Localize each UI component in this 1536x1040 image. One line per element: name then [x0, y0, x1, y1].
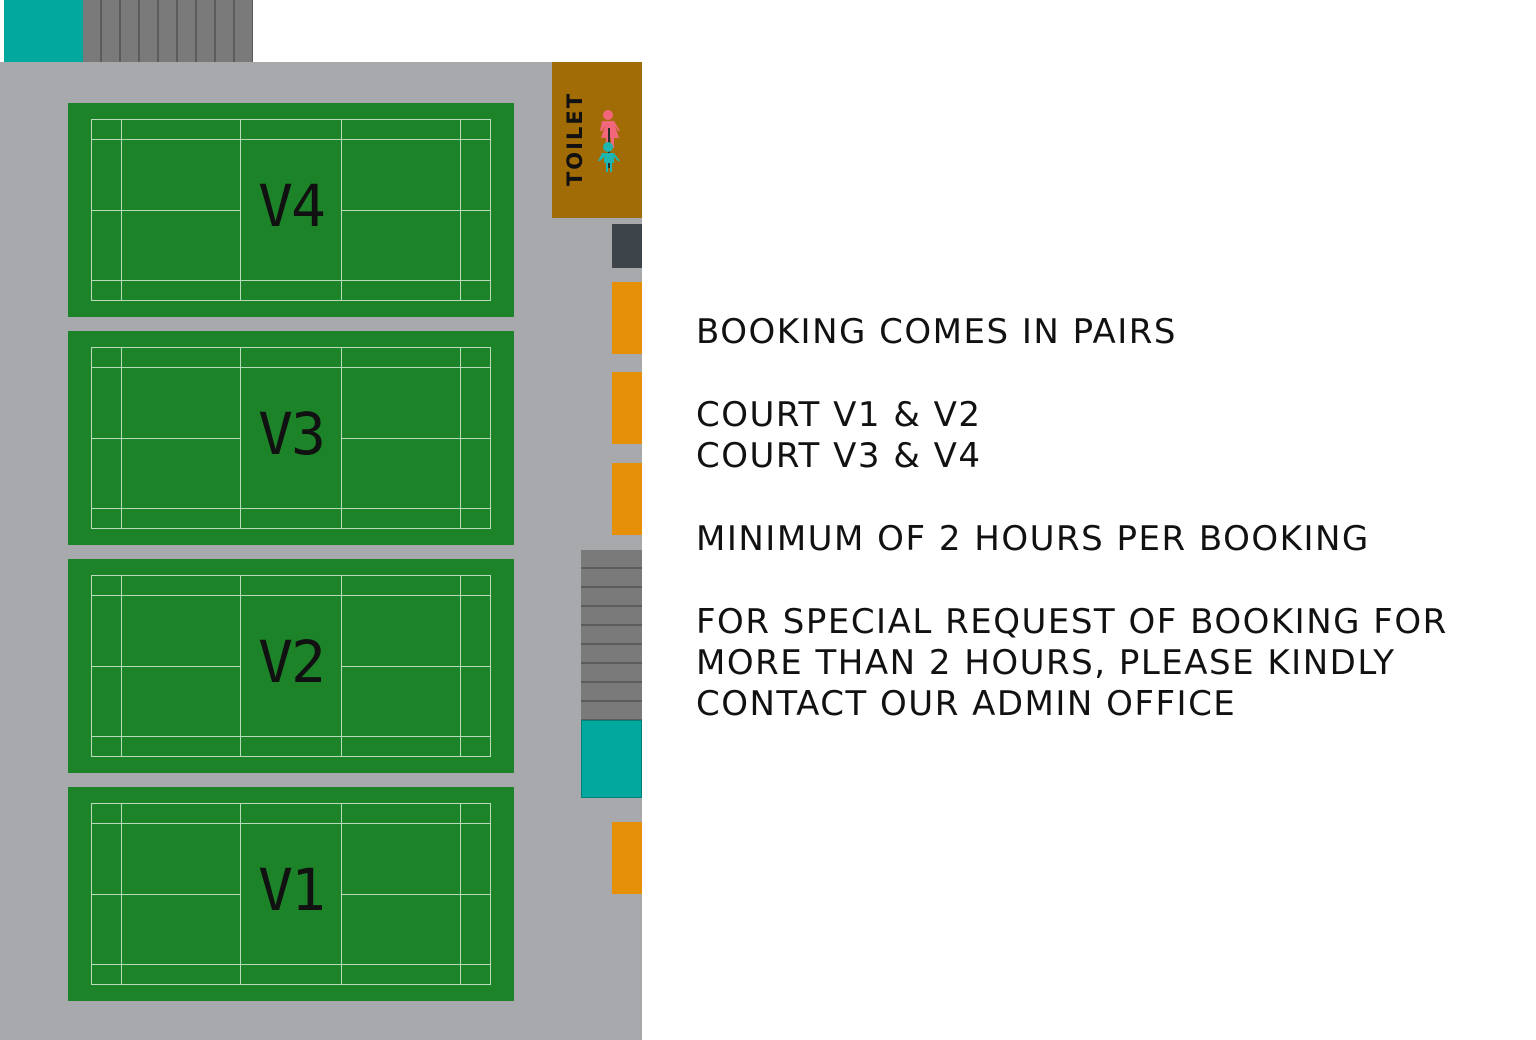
court-v3[interactable]: V3	[68, 331, 514, 545]
male-icon	[598, 142, 620, 172]
court-lines	[91, 119, 491, 301]
top-entrance	[4, 0, 83, 62]
seating-block	[612, 372, 642, 444]
court-v1[interactable]: V1	[68, 787, 514, 1001]
info-line: CONTACT OUR ADMIN OFFICE	[696, 684, 1237, 724]
info-line: MORE THAN 2 HOURS, PLEASE KINDLY	[696, 643, 1396, 683]
toilet-label: TOILET	[563, 91, 588, 187]
seating-block	[612, 463, 642, 535]
court-label: V1	[258, 856, 326, 924]
restroom-icon	[598, 110, 620, 172]
seating-block	[612, 822, 642, 894]
info-line: FOR SPECIAL REQUEST OF BOOKING FOR	[696, 602, 1448, 642]
info-line: MINIMUM OF 2 HOURS PER BOOKING	[696, 519, 1370, 559]
court-v4[interactable]: V4	[68, 103, 514, 317]
side-stairs	[581, 550, 642, 720]
court-v2[interactable]: V2	[68, 559, 514, 773]
info-line: COURT V3 & V4	[696, 436, 982, 476]
info-line: BOOKING COMES IN PAIRS	[696, 312, 1177, 352]
court-label: V2	[258, 628, 326, 696]
booking-info: BOOKING COMES IN PAIRS COURT V1 & V2 COU…	[696, 312, 1532, 767]
side-entrance	[581, 720, 642, 798]
seating-block	[612, 282, 642, 354]
court-label: V4	[258, 172, 326, 240]
dark-block	[612, 224, 642, 268]
court-label: V3	[258, 400, 326, 468]
court-lines	[91, 803, 491, 985]
top-stairs	[83, 0, 253, 62]
toilet-block[interactable]: TOILET	[552, 62, 642, 218]
court-lines	[91, 575, 491, 757]
info-line: COURT V1 & V2	[696, 395, 982, 435]
court-lines	[91, 347, 491, 529]
